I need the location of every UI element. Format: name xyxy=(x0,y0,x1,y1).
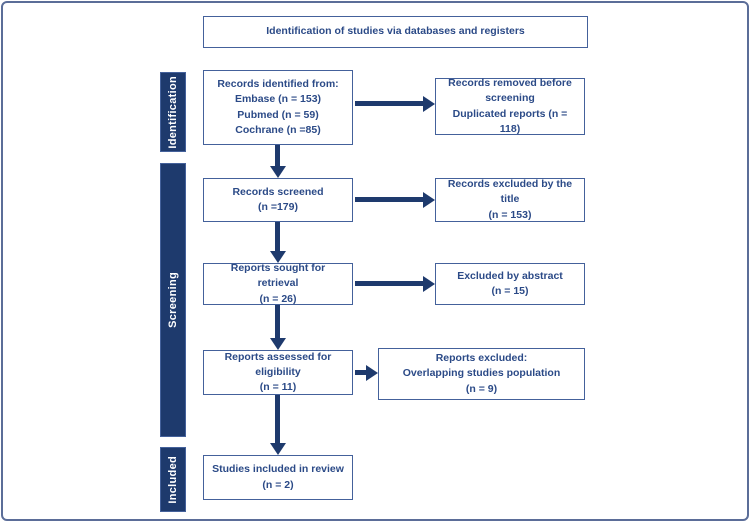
stage-bar-identification: Identification xyxy=(160,72,186,152)
title-box: Identification of studies via databases … xyxy=(203,16,588,48)
box-records-identified: Records identified from: Embase (n = 153… xyxy=(203,70,353,145)
box-line: Pubmed (n = 59) xyxy=(237,108,319,121)
arrow-head-icon xyxy=(423,275,435,292)
box-records-screened: Records screened (n =179) xyxy=(203,178,353,222)
title-text: Identification of studies via databases … xyxy=(266,25,525,38)
arrow-shaft xyxy=(355,197,425,202)
stage-label-identification: Identification xyxy=(167,75,179,149)
arrow-shaft xyxy=(355,281,425,286)
box-line: Duplicated reports (n = 118) xyxy=(452,107,568,135)
box-line: Records removed before xyxy=(448,77,572,90)
box-line: Records excluded by the title xyxy=(447,178,573,206)
box-reports-excluded: Reports excluded: Overlapping studies po… xyxy=(378,348,585,400)
arrow-head-icon xyxy=(366,364,378,381)
box-line: (n = 26) xyxy=(259,292,297,305)
arrow-shaft xyxy=(355,101,425,106)
box-line: Embase (n = 153) xyxy=(234,93,322,106)
arrow-shaft xyxy=(355,370,368,375)
box-records-removed: Records removed before screening Duplica… xyxy=(435,77,585,135)
box-line: (n = 15) xyxy=(491,285,529,297)
stage-bar-included: Included xyxy=(160,447,186,512)
box-line: Records screened xyxy=(232,185,324,198)
arrow-head-icon xyxy=(269,251,286,263)
box-reports-assessed: Reports assessed for eligibility (n = 11… xyxy=(203,350,353,395)
box-line: (n = 153) xyxy=(488,208,532,221)
box-line: (n = 9) xyxy=(465,382,498,395)
box-reports-sought: Reports sought for retrieval (n = 26) xyxy=(203,262,353,305)
arrow-shaft xyxy=(275,145,280,168)
box-line: Studies included in review xyxy=(212,463,344,476)
box-excluded-abstract: Excluded by abstract (n = 15) xyxy=(435,263,585,305)
box-line: Reports sought for retrieval xyxy=(230,262,326,290)
arrow-shaft xyxy=(275,222,280,253)
box-line: Reports assessed for eligibility xyxy=(224,350,332,378)
box-line: screening xyxy=(485,92,535,105)
arrow-shaft xyxy=(275,395,280,445)
box-line: Overlapping studies population xyxy=(402,367,561,380)
stage-label-included: Included xyxy=(167,455,179,504)
box-line: Reports excluded: xyxy=(435,352,528,365)
arrow-head-icon xyxy=(269,443,286,455)
arrow-head-icon xyxy=(269,338,286,350)
box-line: (n =179) xyxy=(258,201,298,213)
box-line: Records identified from: xyxy=(217,78,339,91)
box-line: Cochrane (n =85) xyxy=(235,123,321,136)
arrow-head-icon xyxy=(423,95,435,112)
box-excluded-title: Records excluded by the title (n = 153) xyxy=(435,178,585,222)
stage-bar-screening: Screening xyxy=(160,163,186,437)
arrow-shaft xyxy=(275,305,280,340)
arrow-head-icon xyxy=(423,191,435,208)
box-line: (n = 11) xyxy=(259,381,297,394)
box-studies-included: Studies included in review (n = 2) xyxy=(203,455,353,500)
stage-label-screening: Screening xyxy=(167,272,179,328)
box-line: (n = 2) xyxy=(262,478,294,491)
arrow-head-icon xyxy=(269,166,286,178)
box-line: Excluded by abstract xyxy=(457,269,563,282)
